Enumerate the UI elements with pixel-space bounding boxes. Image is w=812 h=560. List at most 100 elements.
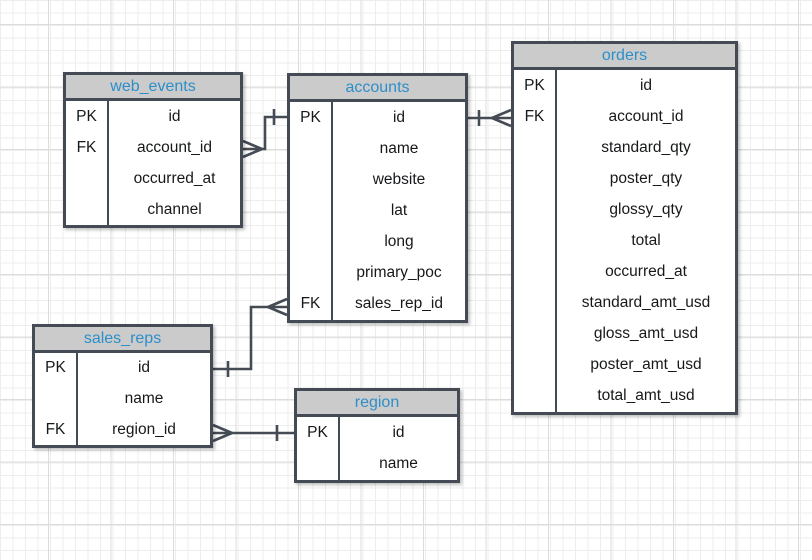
table-body: PK id name xyxy=(297,417,457,480)
row-key xyxy=(297,448,340,480)
table-row: long xyxy=(290,226,465,258)
row-field: id xyxy=(168,107,181,125)
row-field: standard_qty xyxy=(601,138,691,156)
table-region[interactable]: region PK id name xyxy=(294,388,460,483)
table-row: PK id xyxy=(35,353,210,384)
table-row: PK id xyxy=(66,101,240,132)
row-field: sales_rep_id xyxy=(355,295,443,313)
table-row: PK id xyxy=(514,70,735,102)
table-row: glossy_qty xyxy=(514,194,735,226)
table-body: PK id FK account_id occurred_at channel xyxy=(66,101,240,225)
table-orders[interactable]: orders PK id FK account_id standard_qty … xyxy=(511,41,738,415)
table-row: standard_qty xyxy=(514,132,735,164)
row-field: id xyxy=(137,359,151,377)
row-field: glossy_qty xyxy=(609,200,683,218)
row-key xyxy=(290,195,333,227)
table-row: channel xyxy=(66,194,240,225)
table-title: web_events xyxy=(66,75,240,101)
table-row: primary_poc xyxy=(290,257,465,289)
table-row: FK region_id xyxy=(35,414,210,446)
row-key xyxy=(290,133,333,165)
crows-foot-many-icon xyxy=(491,108,512,128)
row-key: PK xyxy=(290,102,333,134)
table-sales_reps[interactable]: sales_reps PK id name FK region_id xyxy=(32,324,213,448)
table-accounts[interactable]: accounts PK id name website lat long pri… xyxy=(287,73,468,323)
row-key xyxy=(290,164,333,196)
row-key xyxy=(66,194,109,225)
row-key xyxy=(514,163,557,195)
connector-sales_reps-accounts[interactable] xyxy=(213,297,288,377)
table-body: PK id name FK region_id xyxy=(35,353,210,446)
row-field: region_id xyxy=(112,420,176,438)
row-key xyxy=(290,257,333,289)
connector-web_events-accounts[interactable] xyxy=(242,109,287,159)
connector-line xyxy=(262,115,287,151)
connector-accounts-orders[interactable] xyxy=(468,108,512,128)
row-key xyxy=(514,225,557,257)
row-field: lat xyxy=(390,201,408,219)
table-row: name xyxy=(290,133,465,165)
row-key: FK xyxy=(514,101,557,133)
row-key xyxy=(514,318,557,350)
row-key: PK xyxy=(297,417,340,449)
table-row: PK id xyxy=(297,417,457,449)
table-row: FK account_id xyxy=(66,132,240,163)
row-field: poster_qty xyxy=(609,169,683,187)
table-row: FK sales_rep_id xyxy=(290,288,465,320)
row-key: FK xyxy=(290,288,333,320)
row-field: primary_poc xyxy=(356,264,442,282)
table-title: sales_reps xyxy=(35,327,210,353)
row-field: id xyxy=(639,76,653,94)
table-row: gloss_amt_usd xyxy=(514,318,735,350)
row-key xyxy=(514,380,557,413)
row-field: channel xyxy=(147,200,202,218)
table-row: FK account_id xyxy=(514,101,735,133)
table-row: poster_amt_usd xyxy=(514,349,735,381)
row-field: website xyxy=(372,170,426,188)
table-title: region xyxy=(297,391,457,417)
row-key xyxy=(66,163,109,194)
table-row: name xyxy=(35,383,210,415)
row-field: name xyxy=(124,390,164,407)
table-row: lat xyxy=(290,195,465,227)
table-web_events[interactable]: web_events PK id FK account_id occurred_… xyxy=(63,72,243,228)
table-body: PK id name website lat long primary_poc … xyxy=(290,102,465,320)
crows-foot-many-icon xyxy=(242,139,263,159)
row-key: PK xyxy=(35,353,78,384)
table-title: accounts xyxy=(290,76,465,102)
row-key xyxy=(514,132,557,164)
row-key: FK xyxy=(66,132,109,163)
connector-sales_reps-region[interactable] xyxy=(212,423,294,443)
row-field: account_id xyxy=(608,107,684,125)
table-body: PK id FK account_id standard_qty poster_… xyxy=(514,70,735,413)
table-title: orders xyxy=(514,44,735,70)
crows-foot-many-icon xyxy=(267,297,288,317)
row-field: total xyxy=(631,232,661,250)
table-row: website xyxy=(290,164,465,196)
row-key xyxy=(514,256,557,288)
row-field: occurred_at xyxy=(133,169,216,187)
row-key: PK xyxy=(66,101,109,132)
table-row: PK id xyxy=(290,102,465,134)
connector-line xyxy=(213,305,268,371)
row-field: poster_amt_usd xyxy=(590,356,702,374)
row-field: id xyxy=(392,108,406,126)
row-field: long xyxy=(384,233,414,251)
table-row: standard_amt_usd xyxy=(514,287,735,319)
row-field: standard_amt_usd xyxy=(581,294,711,312)
row-key xyxy=(514,349,557,381)
table-row: occurred_at xyxy=(514,256,735,288)
row-field: name xyxy=(379,139,419,157)
crows-foot-many-icon xyxy=(212,423,233,443)
table-row: poster_qty xyxy=(514,163,735,195)
row-field: total_amt_usd xyxy=(597,387,695,405)
row-field: occurred_at xyxy=(605,263,687,281)
row-key: FK xyxy=(35,414,78,446)
row-key xyxy=(35,383,78,415)
row-field: name xyxy=(379,455,418,473)
row-key xyxy=(514,194,557,226)
row-field: gloss_amt_usd xyxy=(593,325,699,343)
table-row: total xyxy=(514,225,735,257)
row-key xyxy=(290,226,333,258)
